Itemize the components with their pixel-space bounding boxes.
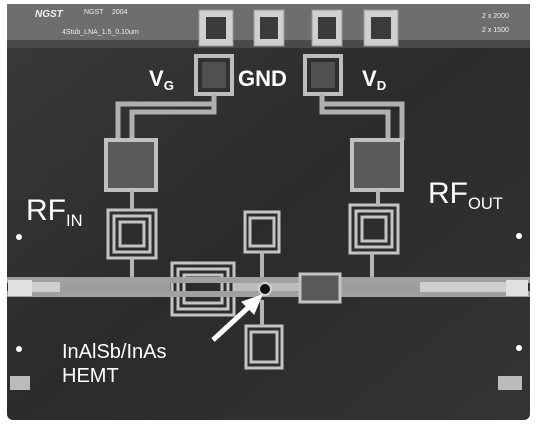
vd-label: VD [362,66,387,93]
rf-in-pad [8,280,32,296]
vd-label-sub: D [376,77,387,93]
gate-bypass-cap [104,138,158,192]
gnd-label: GND [238,66,287,91]
rf-out-pad [506,280,528,296]
header-dim-2: 2 x 1500 [482,27,509,34]
dc-pads [198,9,399,47]
rf-in-label: RFIN [26,194,83,230]
gate-bias-line-2 [115,94,217,140]
header-design-line: 4Stub_LNA_1.5_0.10um [62,29,139,36]
rf-in-label-main: RF [26,194,66,227]
vd-label-main: V [362,66,377,91]
header-dim-1: 2 x 2000 [482,13,509,20]
corner-mark-left [10,376,30,390]
hemt-arrow [211,294,263,342]
header-logo: NGST [35,9,63,20]
header-chip-id-2: 2004 [112,9,128,16]
header-chip-id: NGST [84,9,104,16]
vg-label: VG [149,66,174,93]
pad-gnd-left [253,9,285,47]
drain-bias-line-2 [319,94,405,140]
vg-label-sub: G [163,77,174,93]
rf-pads [8,280,528,296]
hemt-label-line1: InAlSb/InAs [62,341,167,363]
output-match-cap [298,272,342,304]
rf-out-label-sub: OUT [468,194,503,213]
corner-mark-right [498,376,522,390]
rf-in-label-sub: IN [66,211,83,230]
vg-label-main: V [149,66,164,91]
rf-out-label-main: RF [428,177,468,210]
hemt-label: InAlSb/InAs HEMT [62,340,167,388]
rf-out-label: RFOUT [428,177,503,213]
drain-bypass-cap [350,138,404,192]
hemt-transistor [258,282,272,296]
hemt-label-line2: HEMT [62,365,119,387]
